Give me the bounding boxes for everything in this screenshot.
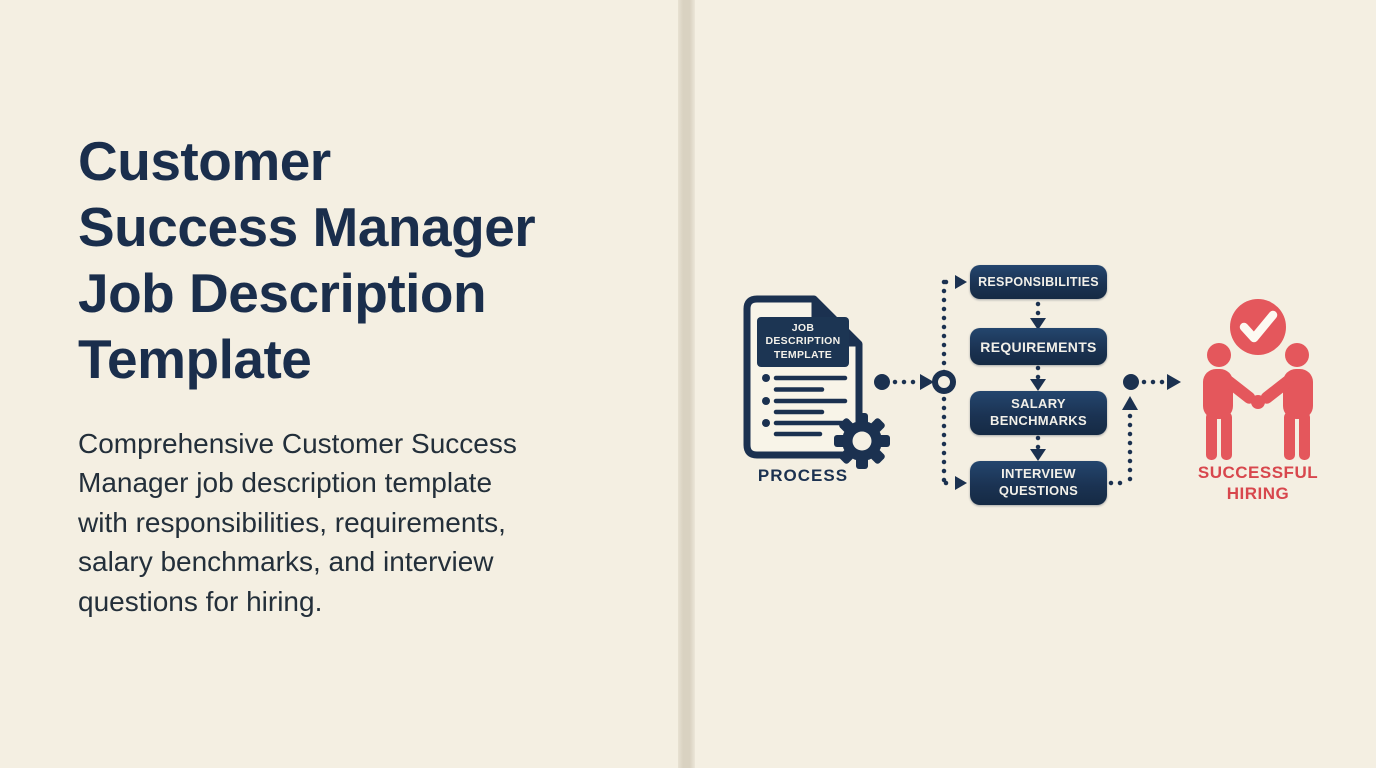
- page-title: Customer Success Manager Job Description…: [78, 130, 536, 390]
- document-bullet-lines: [762, 374, 848, 437]
- branch-node: [932, 370, 956, 394]
- step-responsibilities: RESPONSIBILITIES: [970, 265, 1107, 299]
- check-icon: [1230, 299, 1286, 355]
- step-requirements: REQUIREMENTS: [970, 328, 1107, 365]
- process-label: PROCESS: [757, 466, 849, 485]
- gear-icon: [834, 413, 890, 469]
- step-salary-benchmarks: SALARY BENCHMARKS: [970, 391, 1107, 435]
- panel-divider: [678, 0, 695, 768]
- connector-steps-to-outcome: [1108, 374, 1181, 486]
- connector-doc-to-rail: [874, 275, 967, 490]
- handshake-people-icon: [1203, 343, 1313, 460]
- successful-hiring-label: SUCCESSFUL HIRING: [1197, 463, 1319, 504]
- page-subtitle: Comprehensive Customer Success Manager j…: [78, 428, 517, 617]
- connectors-between-steps: [1030, 301, 1046, 461]
- document-title-badge: JOB DESCRIPTION TEMPLATE: [757, 317, 849, 367]
- step-interview-questions: INTERVIEW QUESTIONS: [970, 461, 1107, 505]
